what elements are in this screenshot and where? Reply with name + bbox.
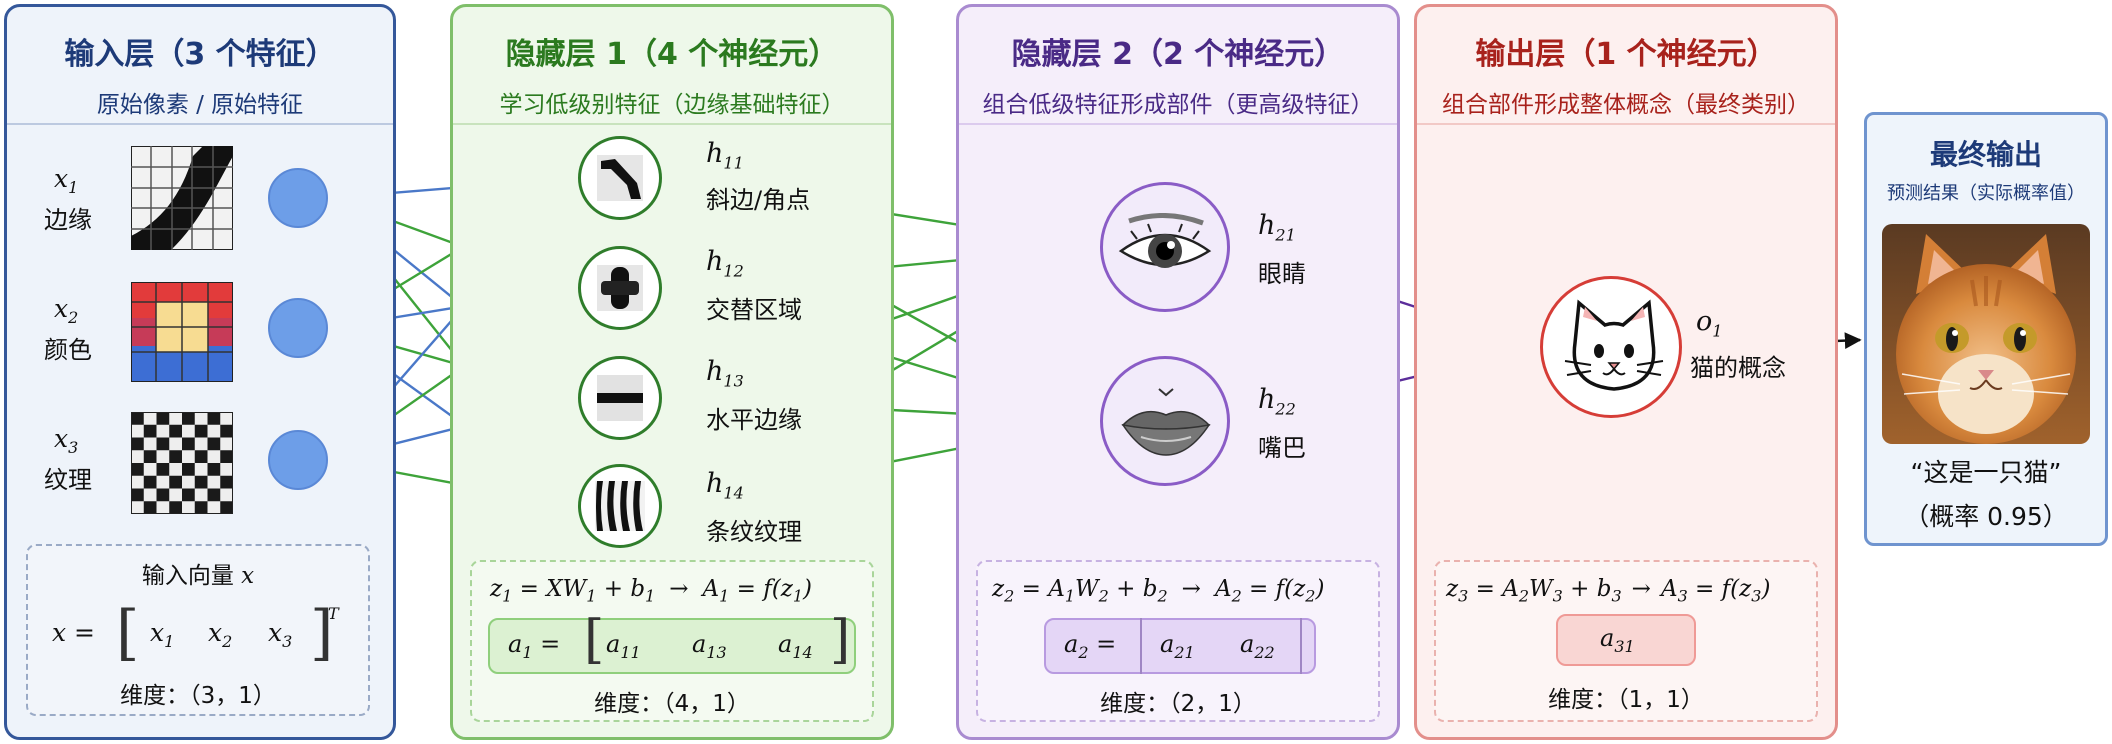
texture-feature-thumbnail [131,412,233,514]
input-vector-entry-1: x1 [150,618,175,651]
hidden1-node-h11 [578,136,662,220]
o1-label: 猫的概念 [1690,354,1786,382]
input-header-divider [7,123,393,125]
feature-x3-symbol: x3 [54,424,79,457]
hidden2-header-divider [959,123,1397,125]
final-output-subtitle: 预测结果（实际概率值） [1887,183,2085,204]
a31-entry: a31 [1600,624,1635,656]
h14-label: 条纹纹理 [706,518,802,546]
hidden2-equation: z2 = A1W2 + b2→A2 = f(z2) [992,576,1325,606]
final-output-title: 最终输出 [1929,138,2042,171]
stripe-texture-pattern-icon [595,481,645,531]
hidden1-node-h14 [578,464,662,548]
hidden1-activation-vector [488,618,856,674]
output-header-divider [1417,123,1835,125]
eye-icon [1118,213,1212,268]
hidden1-node-h13 [578,356,662,440]
horizontal-edge-pattern-icon [597,375,643,421]
a11-entry: a11 [606,630,641,662]
input-vector-bracket-left: [ [116,598,140,668]
h13-label: 水平边缘 [706,406,802,434]
a14-entry: a14 [778,630,813,662]
feature-x1-symbol: x1 [54,164,79,197]
hidden2-activation-lhs: a2 = [1064,630,1117,662]
input-vector-lhs: x = [52,618,95,647]
h11-label: 斜边/角点 [706,186,811,214]
hidden1-header-divider [453,123,891,125]
cat-face-icon [1564,299,1664,391]
edge-feature-thumbnail [131,146,233,250]
o1-symbol: o1 [1696,306,1723,341]
h11-symbol: h11 [706,138,744,173]
feature-x1-label: 边缘 [44,206,92,234]
h12-symbol: h12 [706,246,744,281]
h13-symbol: h13 [706,356,744,391]
h22-symbol: h22 [1258,384,1296,419]
input-layer-title: 输入层（3 个特征） [64,37,336,72]
a13-entry: a13 [692,630,727,662]
cat-photo [1882,224,2090,444]
h12-label: 交替区域 [706,296,802,324]
h21-label: 眼睛 [1258,260,1306,288]
hidden1-activation-lhs: a1 = [508,630,561,662]
hidden2-node-h21 [1100,182,1230,312]
input-dimension: 维度：（3，1） [120,683,276,709]
a22-entry: a22 [1240,630,1275,662]
hidden1-title: 隐藏层 1（4 个神经元） [505,37,839,72]
feature-x3-label: 纹理 [44,466,92,494]
hidden2-title: 隐藏层 2（2 个神经元） [1011,37,1345,72]
hidden2-dimension: 维度：（2，1） [1100,691,1256,717]
h22-label: 嘴巴 [1258,434,1306,462]
output-subtitle: 组合部件形成整体概念（最终类别） [1442,92,1810,118]
h21-symbol: h21 [1258,210,1296,245]
hidden1-equation: z1 = XW1 + b1→A1 = f(z1) [490,576,812,606]
alternating-region-pattern-icon [597,265,643,311]
final-output-probability: （概率 0.95） [1904,502,2068,531]
input-node-x3 [268,430,328,490]
input-vector-title: 输入向量 x [141,563,255,589]
diagonal-edge-pattern-icon [597,155,643,201]
color-feature-thumbnail [131,282,233,382]
input-node-x2 [268,298,328,358]
hidden2-activation-vector [1044,618,1316,674]
feature-x2-symbol: x2 [54,294,79,327]
hidden1-bracket-right: ] [830,610,851,670]
mouth-icon [1121,388,1211,456]
final-output-result: “这是一只猫” [1910,458,2062,487]
output-activation-vector [1556,614,1696,666]
hidden1-dimension: 维度：（4，1） [594,691,750,717]
output-title: 输出层（1 个神经元） [1475,37,1777,72]
input-vector-bracket-right: ] [310,598,334,668]
feature-x2-label: 颜色 [44,336,92,364]
a21-entry: a21 [1160,630,1195,662]
hidden1-node-h12 [578,246,662,330]
h14-symbol: h14 [706,468,744,503]
hidden1-bracket-left: [ [584,610,605,670]
hidden2-subtitle: 组合低级特征形成部件（更高级特征） [982,92,1374,118]
input-node-x1 [268,168,328,228]
input-vector-transpose: T [328,604,339,623]
output-dimension: 维度：（1，1） [1548,687,1704,713]
hidden2-bracket [1140,618,1302,674]
input-layer-subtitle: 原始像素 / 原始特征 [96,92,304,118]
output-equation: z3 = A2W3 + b3→A3 = f(z3) [1446,576,1771,606]
output-node-o1 [1540,276,1682,418]
input-vector-entry-3: x3 [268,618,293,651]
hidden2-node-h22 [1100,356,1230,486]
hidden1-subtitle: 学习低级别特征（边缘基础特征） [499,92,845,118]
input-vector-entry-2: x2 [208,618,233,651]
input-vector-box [26,544,370,716]
